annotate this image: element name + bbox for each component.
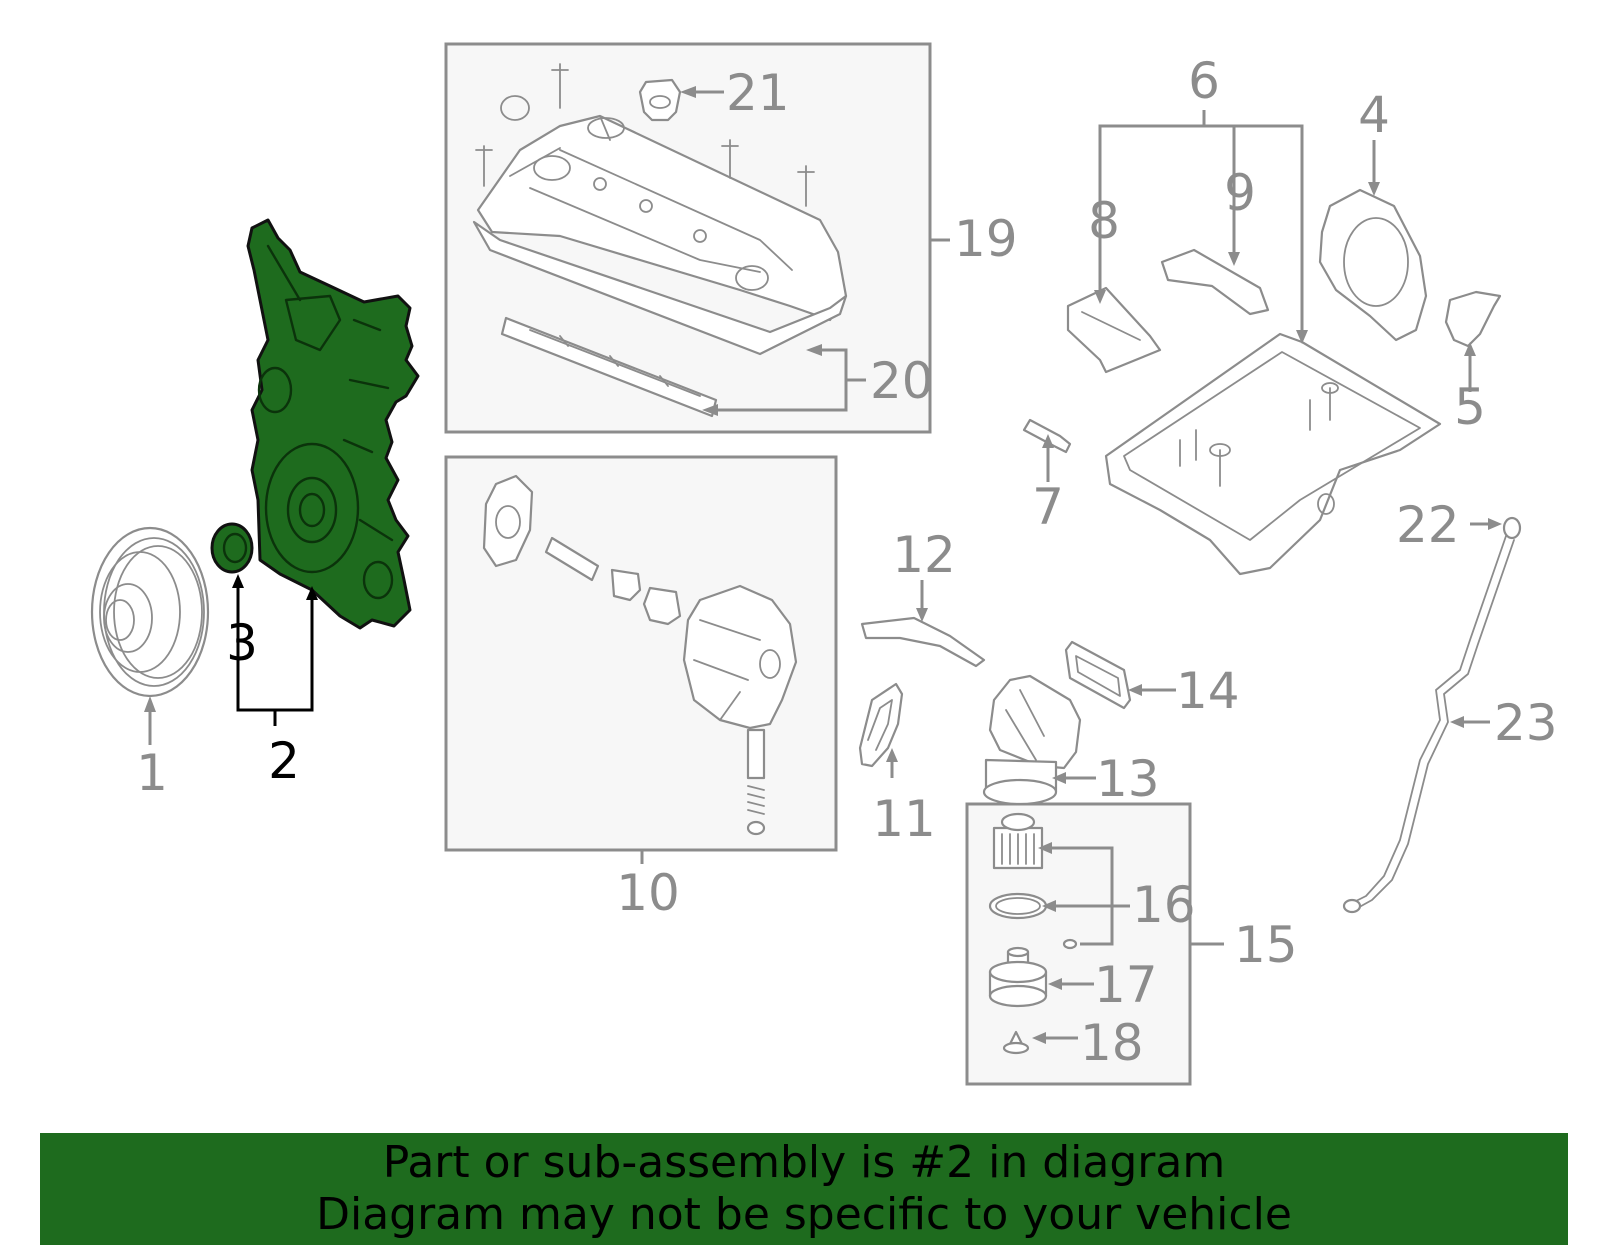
callout-5[interactable]: 5: [1454, 378, 1486, 436]
callout-12[interactable]: 12: [892, 526, 956, 584]
part-20-gasket[interactable]: [500, 316, 718, 418]
callout-1[interactable]: 1: [136, 744, 168, 802]
callout-16[interactable]: 16: [1132, 876, 1196, 934]
part-17-filter-cap[interactable]: [988, 946, 1048, 1008]
leader-4-5-6-7-8-9: [1042, 110, 1476, 482]
part-1-pulley[interactable]: [90, 526, 210, 698]
callout-17[interactable]: 17: [1094, 956, 1158, 1014]
callout-9[interactable]: 9: [1224, 164, 1256, 222]
callout-2[interactable]: 2: [268, 732, 300, 790]
callout-20[interactable]: 20: [870, 352, 934, 410]
callout-7[interactable]: 7: [1032, 478, 1064, 536]
banner-line-1: Part or sub-assembly is #2 in diagram: [382, 1137, 1226, 1188]
callout-11[interactable]: 11: [872, 790, 936, 848]
callout-21[interactable]: 21: [726, 64, 790, 122]
part-8-baffle[interactable]: [1066, 286, 1162, 374]
leader-2-3: [232, 574, 318, 726]
callout-19[interactable]: 19: [954, 210, 1018, 268]
callout-22[interactable]: 22: [1396, 496, 1460, 554]
leader-1: [144, 696, 156, 745]
part-9-baffle[interactable]: [1160, 248, 1270, 316]
callout-3[interactable]: 3: [226, 614, 258, 672]
part-21-oil-cap[interactable]: [638, 78, 682, 122]
part-5-bracket[interactable]: [1444, 290, 1502, 348]
leader-22-23: [1450, 518, 1502, 728]
leader-11-12-13-14: [886, 580, 1176, 784]
part-16-filter-element[interactable]: [988, 812, 1078, 950]
leader-19-20-21: [680, 86, 950, 416]
callout-23[interactable]: 23: [1494, 694, 1558, 752]
leader-15-16-17-18: [1032, 842, 1224, 1044]
part-13-filter-housing[interactable]: [982, 674, 1082, 806]
callout-13[interactable]: 13: [1096, 750, 1160, 808]
callout-6[interactable]: 6: [1188, 52, 1220, 110]
callout-18[interactable]: 18: [1080, 1014, 1144, 1072]
part-7-sensor[interactable]: [1022, 418, 1072, 454]
callout-10[interactable]: 10: [616, 864, 680, 922]
part-23-dipstick-tube[interactable]: [1342, 516, 1522, 914]
part-14-gasket[interactable]: [1064, 640, 1132, 710]
callout-15[interactable]: 15: [1234, 916, 1298, 974]
part-11-gasket[interactable]: [858, 682, 904, 768]
part-2-timing-cover[interactable]: [246, 218, 420, 630]
part-19-valve-cover[interactable]: [472, 63, 848, 356]
banner-line-2: Diagram may not be specific to your vehi…: [316, 1189, 1292, 1240]
part-3-oil-seal[interactable]: [210, 522, 254, 574]
callout-4[interactable]: 4: [1358, 86, 1390, 144]
callout-14[interactable]: 14: [1176, 662, 1240, 720]
part-4-rear-seal-housing[interactable]: [1318, 188, 1428, 342]
part-18-oring[interactable]: [1002, 1030, 1030, 1055]
callout-8[interactable]: 8: [1088, 192, 1120, 250]
part-6-oil-pan[interactable]: [1104, 332, 1442, 576]
part-12-bracket[interactable]: [860, 616, 986, 668]
part-10-oil-pump[interactable]: [482, 474, 798, 836]
info-banner: Part or sub-assembly is #2 in diagram Di…: [40, 1133, 1568, 1245]
